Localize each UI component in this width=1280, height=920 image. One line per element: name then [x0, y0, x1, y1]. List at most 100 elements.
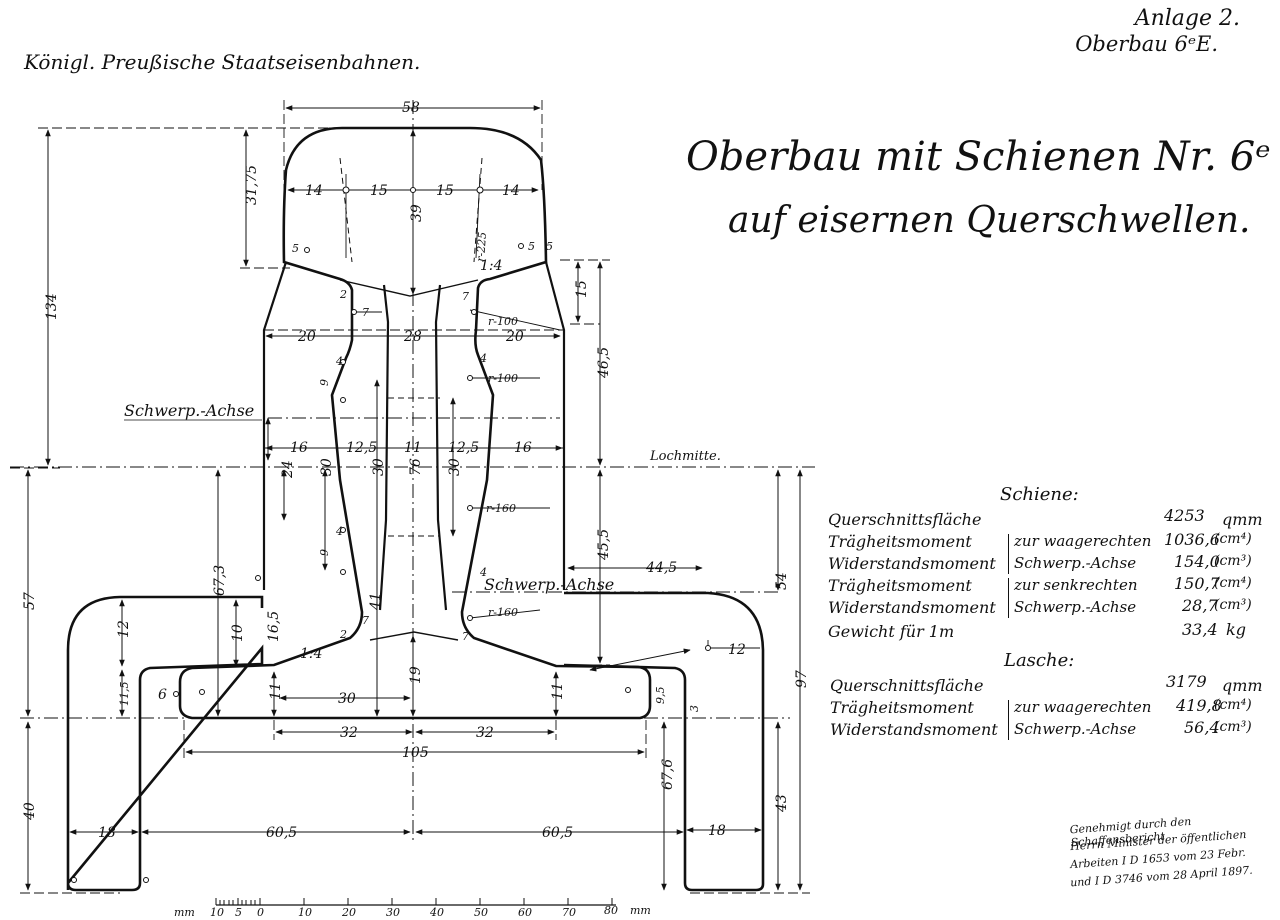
lasche-row-unit: qmm — [1222, 676, 1263, 695]
schiene-row-value: 28,7 — [1182, 596, 1218, 615]
fillet-7-b: 7 — [462, 290, 469, 303]
lasche-row-label: Trägheitsmoment — [830, 698, 974, 717]
schiene-row-unit: qmm — [1222, 510, 1263, 529]
dim-40: 40 — [22, 802, 38, 821]
dim-45-5: 45,5 — [596, 529, 612, 561]
dim-hole-24: 24 — [280, 460, 296, 479]
dim-97: 97 — [794, 670, 810, 688]
brace-2 — [1008, 578, 1013, 618]
schiene-row-label: Widerstandsmoment — [828, 554, 996, 573]
dimension-lines — [25, 105, 803, 891]
schiene-row-note: Schwerp.-Achse — [1014, 554, 1137, 572]
schiene-row-unit: (cm⁴) — [1214, 575, 1252, 591]
dim-head-14-left: 14 — [305, 183, 323, 199]
dim-3: 3 — [688, 705, 701, 712]
dim-hole-16-right: 16 — [514, 440, 532, 456]
dim-base-60-5-left: 60,5 — [266, 825, 297, 841]
dim-web-4-a: 4 — [335, 355, 343, 368]
scale-bar: mm mm 10 5 0 10 20 30 40 50 60 70 80 — [174, 898, 651, 919]
dim-16-5: 16,5 — [266, 611, 282, 642]
radius-centres — [71, 186, 711, 883]
schiene-row-unit: (cm⁴) — [1214, 531, 1252, 547]
lasche-row-value: 56,4 — [1184, 718, 1220, 737]
schiene-row-label: Trägheitsmoment — [828, 576, 972, 595]
schiene-row-unit: (cm³) — [1214, 597, 1252, 613]
fillet-7-c: 7 — [362, 614, 369, 627]
rail-flank-right — [544, 261, 566, 590]
dim-head-39: 39 — [409, 204, 425, 222]
fillet-2-b: 2 — [339, 628, 347, 641]
label-lochmitte: Lochmitte. — [649, 449, 721, 464]
dim-head-5-left: 5 — [292, 242, 299, 255]
schiene-row-value: 4253 — [1164, 506, 1205, 525]
lasche-row-value: 419,8 — [1176, 696, 1222, 715]
dim-10: 10 — [230, 624, 246, 642]
dim-head-15-left: 15 — [370, 183, 388, 199]
scale-tick: 70 — [562, 906, 576, 919]
schiene-row-label: Trägheitsmoment — [828, 532, 972, 551]
scale-unit-left: mm — [174, 906, 195, 919]
dim-web-4-c: 4 — [335, 525, 343, 538]
lasche-row-label: Widerstandsmoment — [830, 720, 998, 739]
head-underside — [339, 279, 479, 297]
dim-44-5: 44,5 — [645, 560, 677, 576]
dim-web-4-b: 4 — [479, 352, 487, 365]
dim-hole-16-left: 16 — [290, 440, 308, 456]
dim-web-9-a: 9 — [318, 379, 331, 386]
dim-foot-19: 19 — [408, 666, 424, 684]
scale-tick: 20 — [341, 906, 356, 919]
dim-web-28: 28 — [403, 329, 422, 345]
scale-tick: 80 — [604, 904, 618, 917]
dim-head-5-right-2: 5 — [546, 240, 553, 253]
dim-foot-32-left: 32 — [340, 725, 358, 741]
scale-tick: 30 — [386, 906, 400, 919]
schiene-row-label: Gewicht für 1m — [828, 622, 955, 641]
dim-r-100-b: r-100 — [488, 372, 518, 385]
dim-hole-30-b: 30 — [371, 458, 387, 476]
label-schwerp-achse-rail: Schwerp.-Achse — [124, 401, 254, 420]
schiene-row-unit: kg — [1226, 620, 1246, 639]
dim-foot-105: 105 — [402, 745, 429, 761]
dim-head-width: 58 — [402, 100, 420, 116]
dim-head-14-right: 14 — [502, 183, 520, 199]
organization-name: Königl. Preußische Staatseisenbahnen. — [24, 50, 421, 74]
dim-base-18-left: 18 — [98, 825, 116, 841]
dim-hole-76: 76 — [408, 458, 424, 476]
slope-foot: 1:4 — [300, 646, 323, 662]
dim-11-5: 11,5 — [118, 682, 131, 707]
dim-r-160-b: r-160 — [488, 606, 518, 619]
schiene-row-value: 150,7 — [1174, 574, 1220, 593]
schiene-row-value: 33,4 — [1182, 620, 1218, 639]
dim-radius-225: r-225 — [474, 231, 489, 262]
scale-tick: 10 — [298, 906, 312, 919]
dim-54: 54 — [774, 572, 790, 590]
schiene-row-value: 154,0 — [1174, 552, 1220, 571]
dim-43: 43 — [774, 794, 790, 813]
dim-67-6: 67,6 — [660, 759, 676, 790]
schiene-row-unit: (cm³) — [1214, 553, 1252, 569]
rail-flank-left — [262, 261, 288, 590]
slope-head: 1:4 — [480, 258, 503, 274]
dim-hole-30-c: 30 — [447, 458, 463, 476]
dim-hole-12-5-left: 12,5 — [346, 440, 377, 456]
dim-web-4-d: 4 — [479, 566, 487, 579]
track-type-reference: Oberbau 6ᵉE. — [1075, 32, 1218, 56]
schiene-row-note: zur waagerechten — [1014, 532, 1152, 550]
scale-tick: 5 — [235, 906, 242, 919]
scale-unit-right: mm — [630, 904, 651, 917]
dim-r-160-a: r-160 — [486, 502, 516, 515]
dim-foot-11-left: 11 — [268, 682, 284, 700]
dim-head-5-right: 5 — [528, 240, 535, 253]
dim-foot-11-right: 11 — [550, 682, 566, 700]
schiene-row-note: Schwerp.-Achse — [1014, 598, 1137, 616]
dim-12-a: 12 — [116, 620, 132, 638]
table-heading-lasche: Lasche: — [1004, 650, 1075, 671]
schiene-row-label: Widerstandsmoment — [828, 598, 996, 617]
dim-head-15-right: 15 — [436, 183, 454, 199]
lasche-row-note: zur waagerechten — [1014, 698, 1152, 716]
scale-tick: 40 — [429, 906, 444, 919]
web-inner-right — [434, 284, 448, 611]
lasche-row-unit: (cm⁴) — [1214, 697, 1252, 713]
fillet-7-d: 7 — [462, 630, 469, 643]
